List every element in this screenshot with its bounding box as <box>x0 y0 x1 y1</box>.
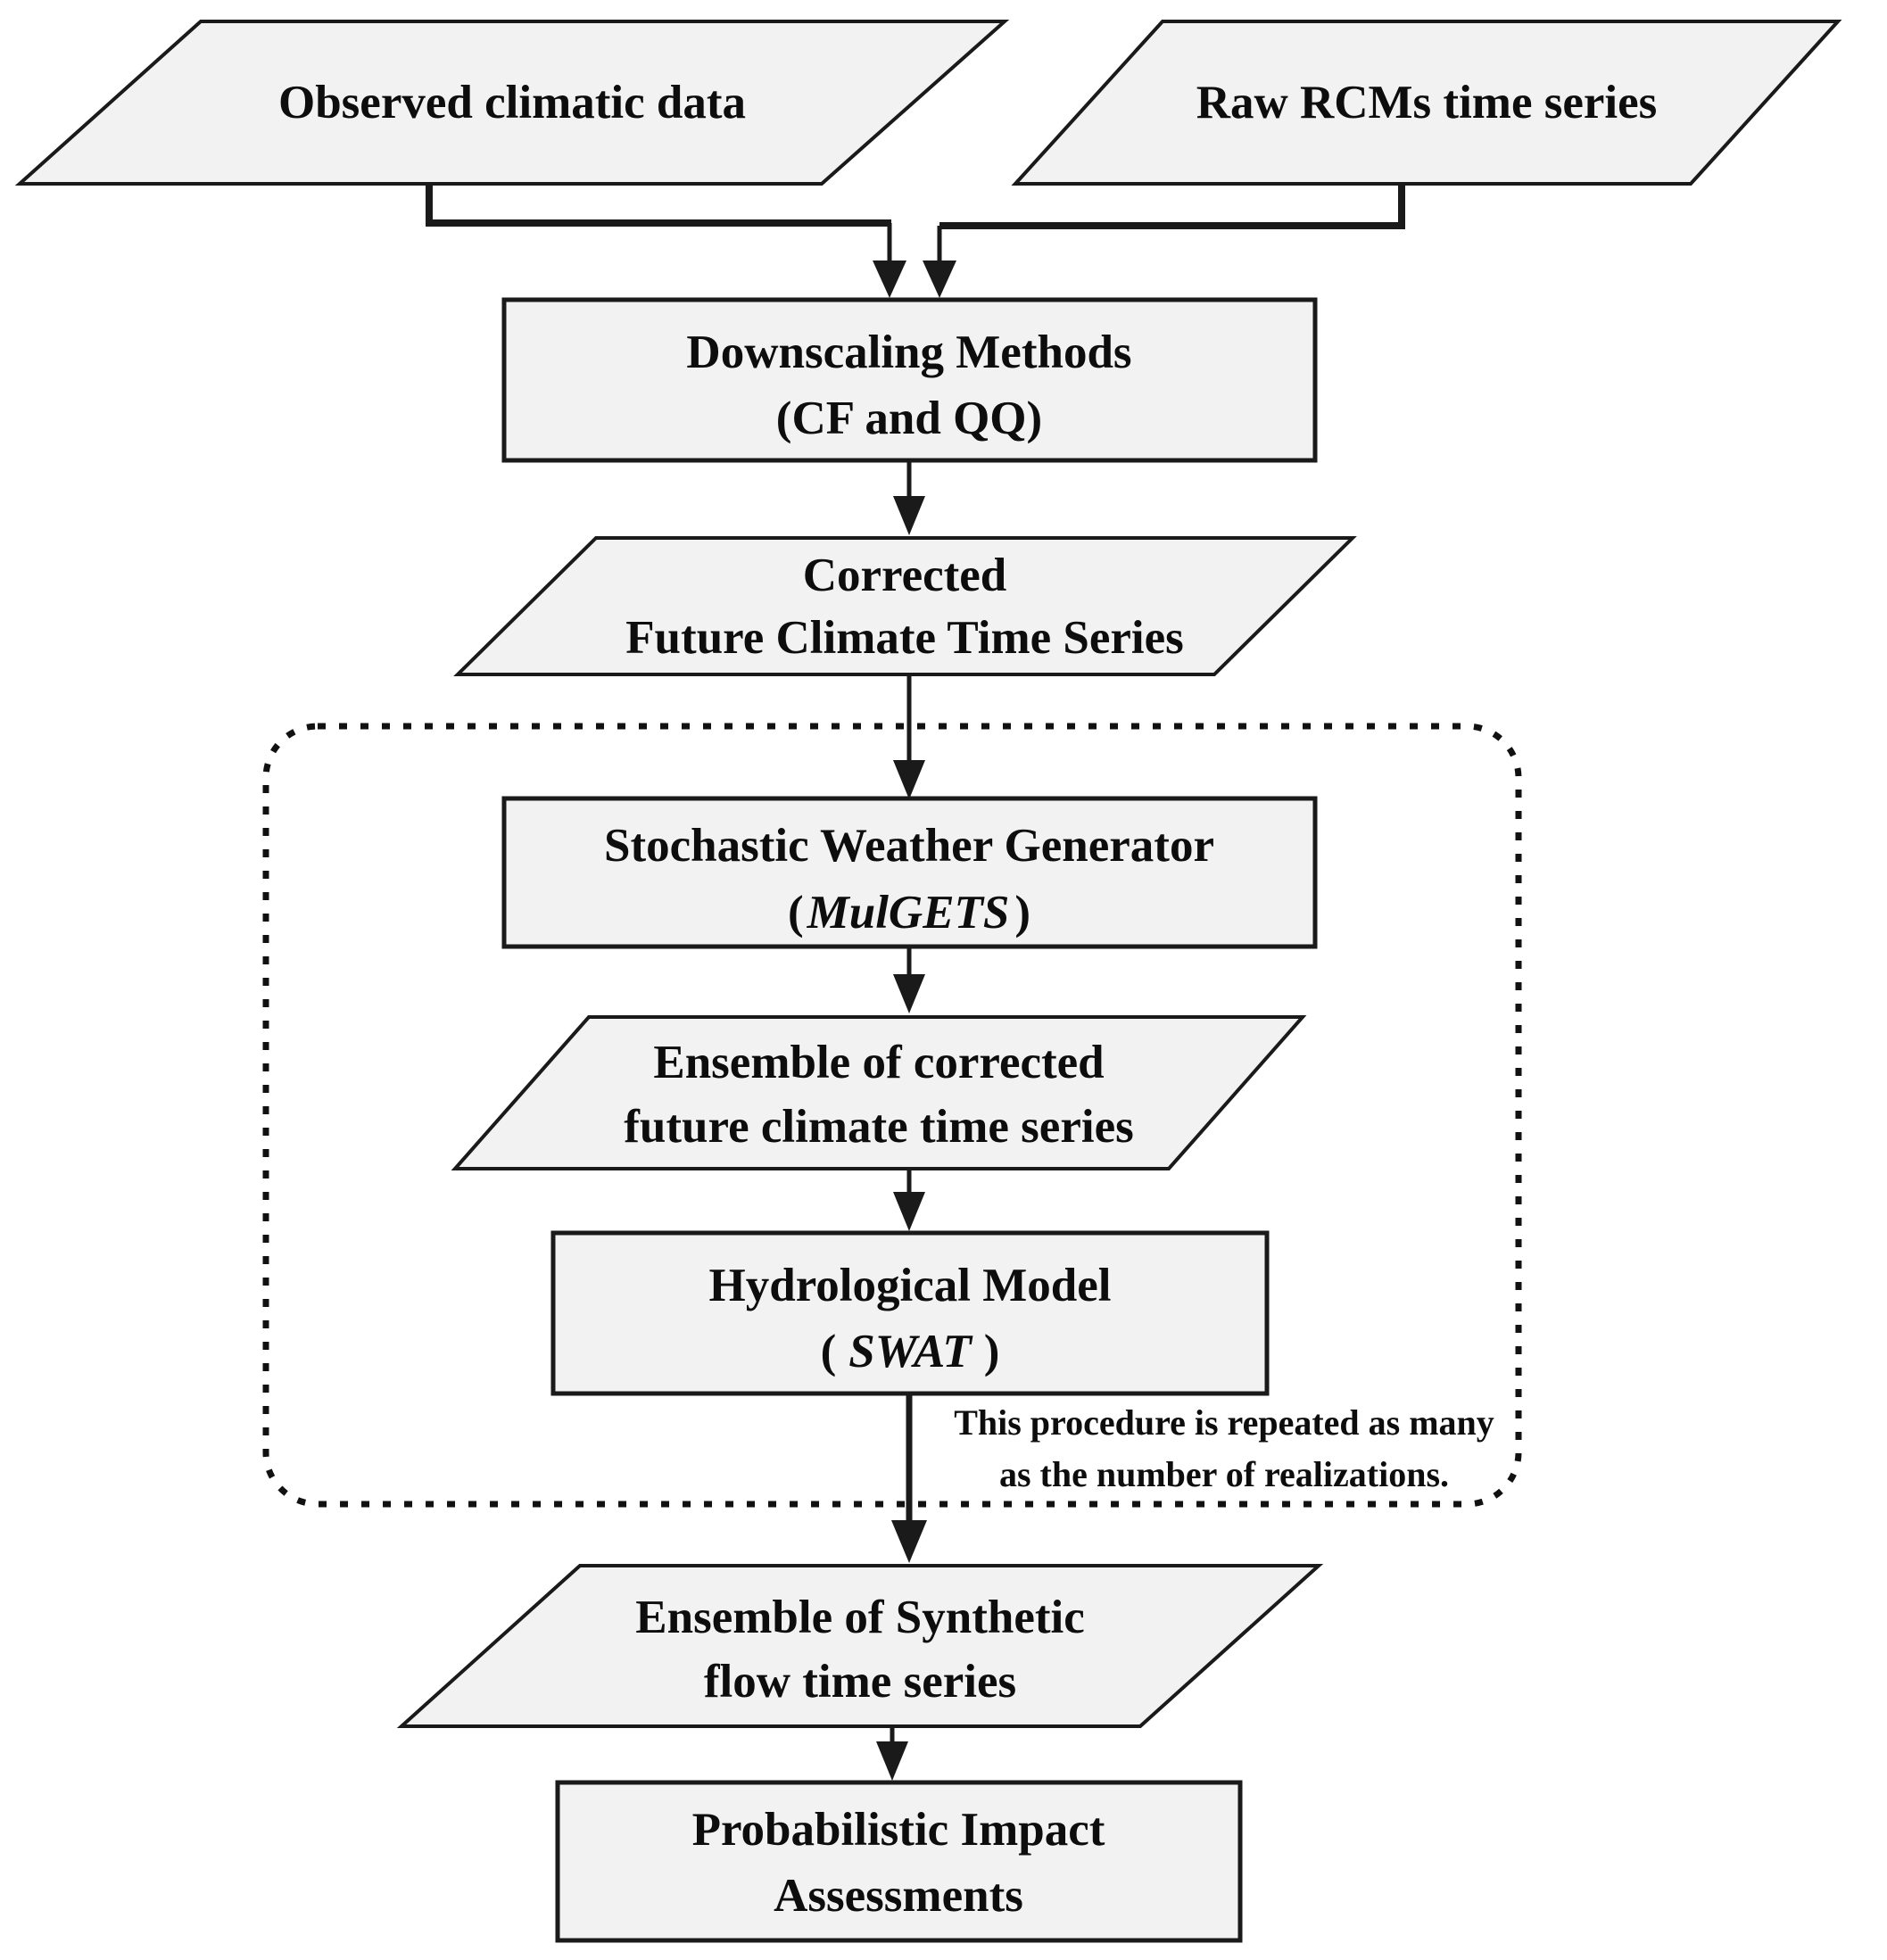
arrow-synthetic-head-icon <box>876 1741 908 1781</box>
arrow-loop-exit-head-icon <box>891 1520 927 1563</box>
arrow-ensemble-head-icon <box>893 1192 925 1231</box>
connector-rcms-elbow <box>939 184 1405 229</box>
arrow-rcms-head-icon <box>923 261 956 298</box>
weather-generator-label-line2: (MulGETS) <box>788 887 1030 939</box>
impact-assessments-node <box>555 1780 1243 1943</box>
ensemble-synthetic-node <box>396 1564 1324 1728</box>
ensemble-corrected-label-line2: future climate time series <box>624 1101 1133 1153</box>
corrected-future-label-line1: Corrected <box>803 550 1007 601</box>
ensemble-corrected-label-line1: Ensemble of corrected <box>653 1037 1104 1088</box>
loop-note-line2: as the number of realizations. <box>999 1454 1449 1494</box>
impact-assessments-label-line2: Assessments <box>774 1870 1023 1922</box>
ensemble-synthetic-label-line1: Ensemble of Synthetic <box>635 1592 1085 1643</box>
arrow-corrected-head-icon <box>893 760 925 799</box>
hydrological-model-label-line2: (SWAT) <box>821 1326 1000 1377</box>
corrected-future-node <box>453 536 1357 676</box>
arrow-observed-head-icon <box>873 261 906 298</box>
weather-generator-node <box>501 796 1318 949</box>
hydrological-model-label-line1: Hydrological Model <box>709 1260 1112 1311</box>
loop-note-line1: This procedure is repeated as many <box>954 1402 1494 1443</box>
arrow-generator-head-icon <box>893 974 925 1013</box>
downscaling-methods-node <box>501 297 1318 463</box>
raw-rcms-node <box>1011 20 1842 186</box>
arrow-downscaling-head-icon <box>893 496 925 535</box>
observed-climatic-data-node <box>14 20 1010 186</box>
hydrological-model-node <box>550 1230 1270 1396</box>
corrected-future-label-line2: Future Climate Time Series <box>625 612 1184 664</box>
repetition-loop-container <box>262 723 1522 1508</box>
observed-climatic-data-label: Observed climatic data <box>278 77 746 128</box>
downscaling-methods-label-line1: Downscaling Methods <box>686 327 1131 378</box>
raw-rcms-label: Raw RCMs time series <box>1196 77 1658 128</box>
weather-generator-label-line1: Stochastic Weather Generator <box>604 820 1214 872</box>
ensemble-synthetic-label-line2: flow time series <box>704 1656 1016 1708</box>
downscaling-methods-label-line2: (CF and QQ) <box>776 393 1042 444</box>
impact-assessments-label-line1: Probabilistic Impact <box>692 1804 1105 1856</box>
ensemble-corrected-node <box>451 1015 1307 1170</box>
connector-observed-elbow <box>426 184 891 227</box>
